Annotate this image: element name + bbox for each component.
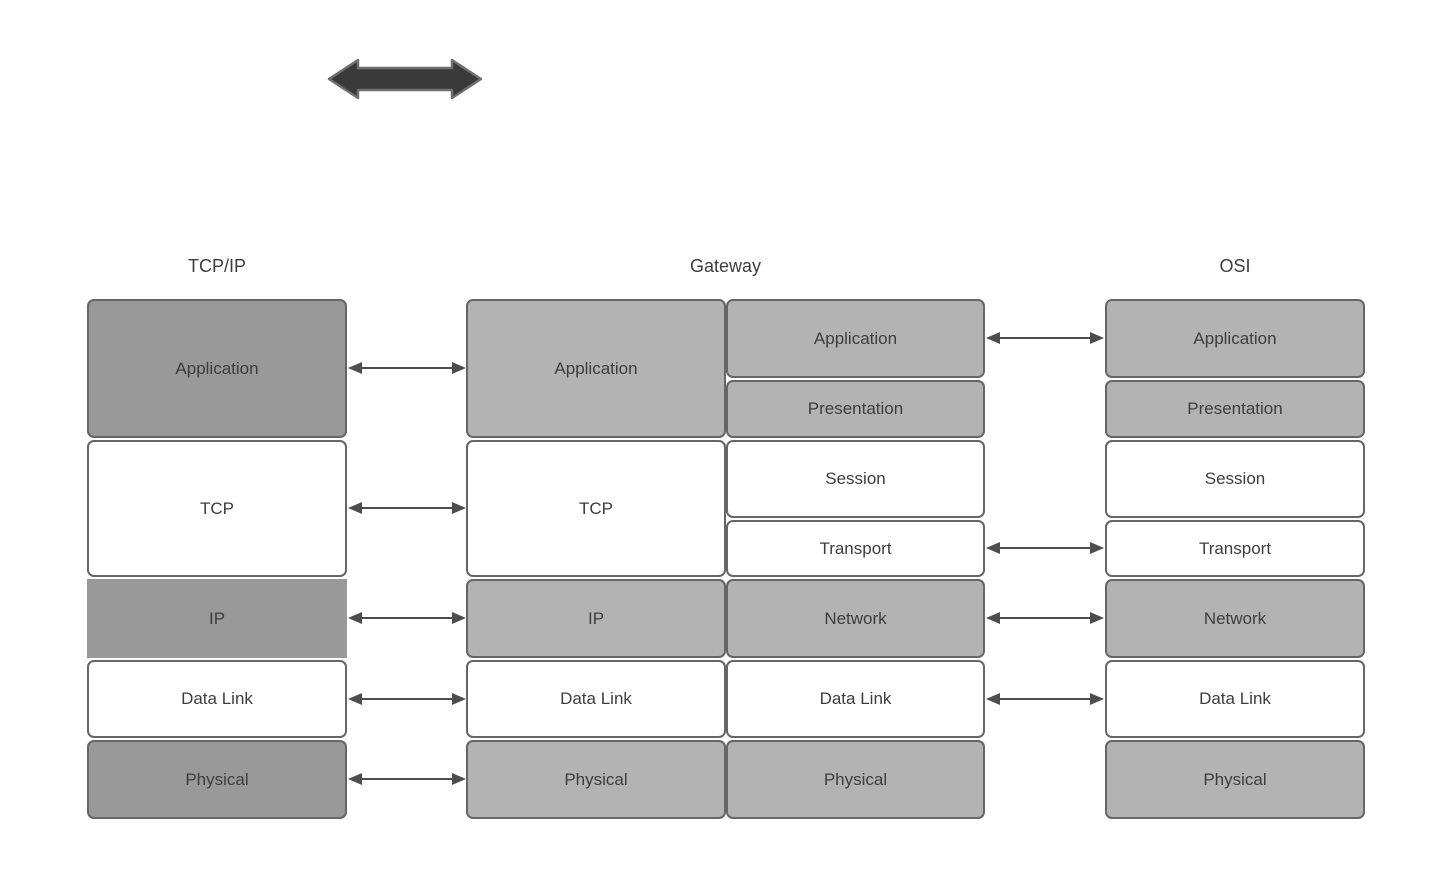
layer-tcpip-data-link: Data Link: [87, 660, 347, 738]
layer-osi-data-link: Data Link: [1105, 660, 1365, 738]
layer-osi-network: Network: [1105, 579, 1365, 658]
arrow-tcpip-gateway-tcp: [348, 502, 466, 514]
column-header-gateway: Gateway: [689, 256, 762, 276]
layer-gateway-right-presentation: Presentation: [726, 380, 985, 438]
layer-osi-physical: Physical: [1105, 740, 1365, 819]
arrow-gateway-osi-network: [986, 612, 1104, 624]
layer-gateway-right-transport: Transport: [726, 520, 985, 577]
arrow-tcpip-gateway-ip: [348, 612, 466, 624]
layer-gateway-right-session: Session: [726, 440, 985, 518]
layer-gateway-left-application: Application: [466, 299, 726, 438]
layer-gateway-left-data-link: Data Link: [466, 660, 726, 738]
layer-osi-application: Application: [1105, 299, 1365, 378]
layer-gateway-right-network: Network: [726, 579, 985, 658]
layer-gateway-left-physical: Physical: [466, 740, 726, 819]
layer-osi-presentation: Presentation: [1105, 380, 1365, 438]
arrow-tcpip-gateway-physical: [348, 773, 466, 785]
layer-gateway-right-physical: Physical: [726, 740, 985, 819]
layer-tcpip-physical: Physical: [87, 740, 347, 819]
layer-osi-transport: Transport: [1105, 520, 1365, 577]
layer-tcpip-application: Application: [87, 299, 347, 438]
column-header-tcpip: TCP/IP: [187, 256, 246, 276]
arrow-tcpip-gateway-data-link: [348, 693, 466, 705]
layer-gateway-right-data-link: Data Link: [726, 660, 985, 738]
layer-tcpip-ip: IP: [87, 579, 347, 658]
layer-tcpip-tcp: TCP: [87, 440, 347, 577]
arrow-gateway-osi-application: [986, 332, 1104, 344]
layer-osi-session: Session: [1105, 440, 1365, 518]
column-header-osi: OSI: [1219, 256, 1251, 276]
layer-gateway-right-application: Application: [726, 299, 985, 378]
layer-gateway-left-ip: IP: [466, 579, 726, 658]
arrow-gateway-osi-transport: [986, 542, 1104, 554]
double-arrow-icon: [327, 58, 483, 100]
arrow-tcpip-gateway-application: [348, 362, 466, 374]
arrow-gateway-osi-data-link: [986, 693, 1104, 705]
layer-gateway-left-tcp: TCP: [466, 440, 726, 577]
